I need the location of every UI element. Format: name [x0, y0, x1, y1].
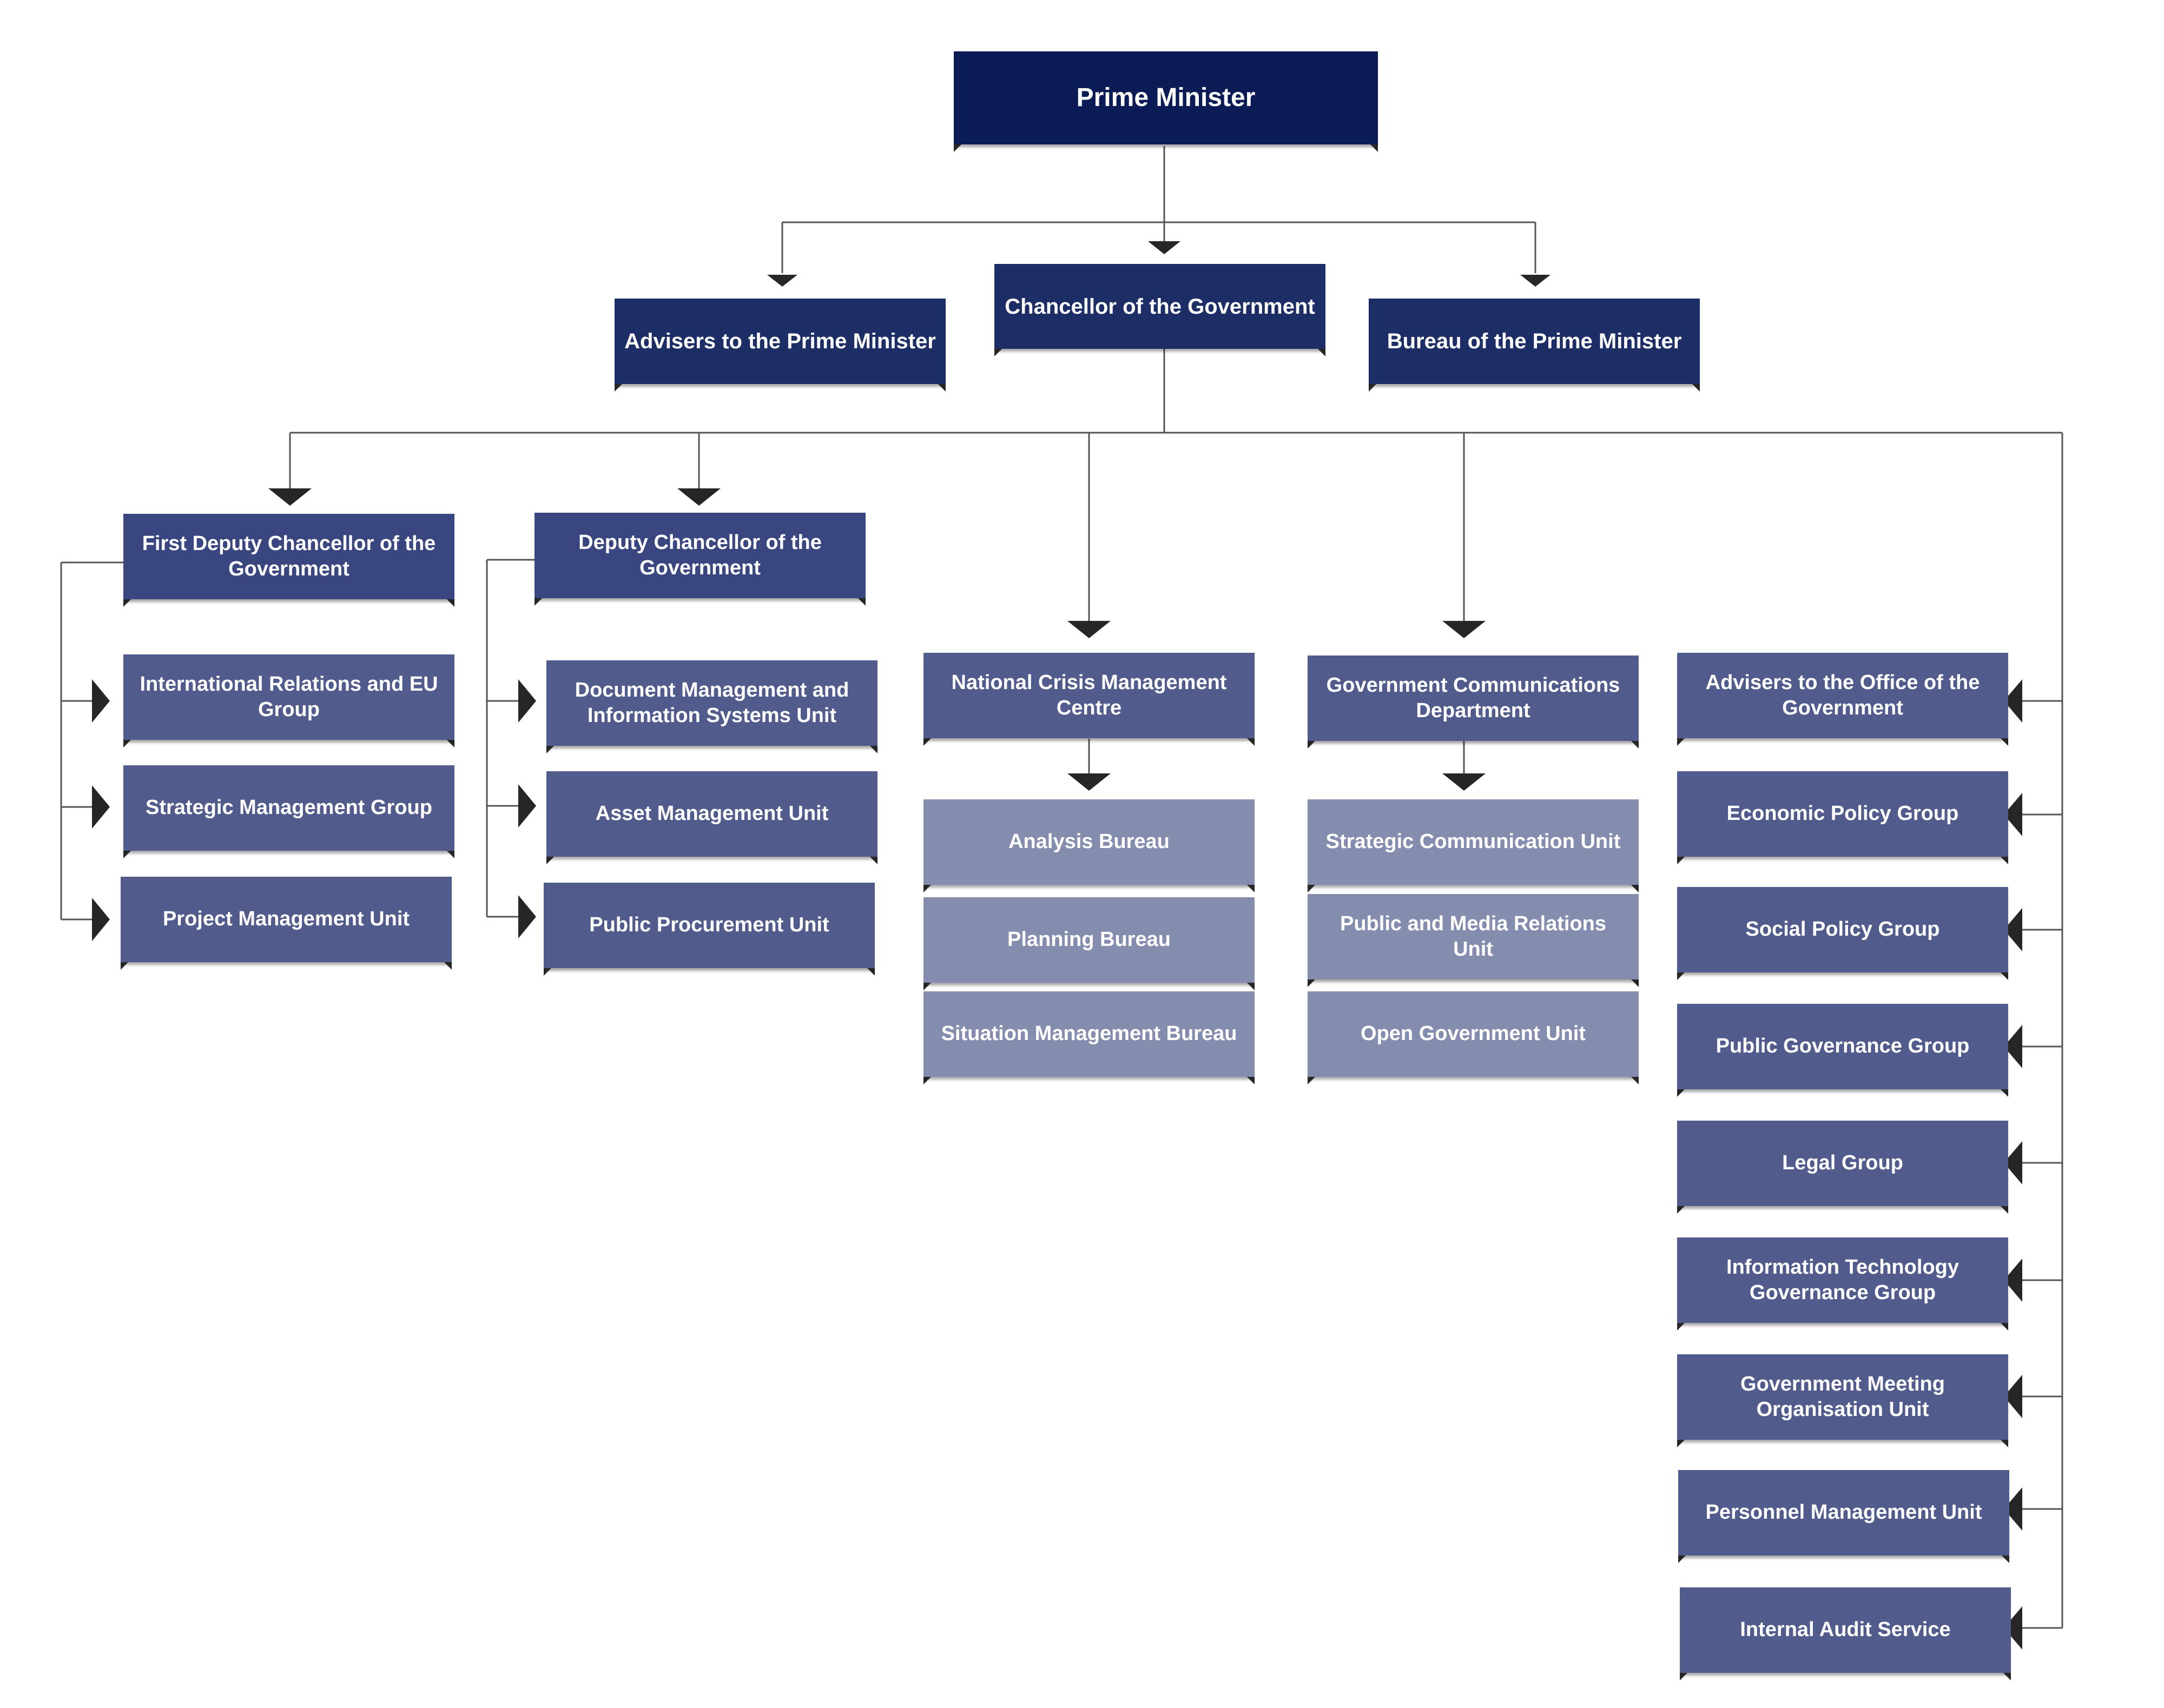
government-meeting-organisation-unit-box: Government Meeting Organisation Unit: [1677, 1354, 2008, 1447]
planning-bureau-box: Planning Bureau: [923, 897, 1255, 990]
chancellor-of-government-box: Chancellor of the Government: [994, 264, 1325, 356]
strategic-communication-unit-box: Strategic Communication Unit: [1308, 799, 1639, 892]
public-media-relations-unit-box: Public and Media Relations Unit: [1308, 894, 1639, 987]
analysis-bureau-box: Analysis Bureau: [923, 799, 1255, 892]
national-crisis-management-centre-box: National Crisis Management Centre: [923, 653, 1255, 746]
advisers-office-government-box: Advisers to the Office of the Government: [1677, 653, 2008, 746]
asset-management-unit-box: Asset Management Unit: [546, 771, 878, 864]
economic-policy-group-box: Economic Policy Group: [1677, 771, 2008, 864]
public-procurement-unit-box: Public Procurement Unit: [544, 883, 875, 976]
advisers-to-prime-minister-box: Advisers to the Prime Minister: [615, 299, 946, 392]
legal-group-box: Legal Group: [1677, 1121, 2008, 1214]
prime-minister-box: Prime Minister: [954, 51, 1378, 152]
it-governance-group-box: Information Technology Governance Group: [1677, 1237, 2008, 1330]
project-management-unit-box: Project Management Unit: [121, 877, 452, 970]
bureau-of-prime-minister-box: Bureau of the Prime Minister: [1369, 299, 1700, 392]
social-policy-group-box: Social Policy Group: [1677, 887, 2008, 980]
first-deputy-chancellor-box: First Deputy Chancellor of the Governmen…: [123, 514, 454, 607]
international-relations-eu-group-box: International Relations and EU Group: [123, 654, 454, 747]
public-governance-group-box: Public Governance Group: [1677, 1004, 2008, 1097]
deputy-chancellor-box: Deputy Chancellor of the Government: [535, 513, 866, 606]
open-government-unit-box: Open Government Unit: [1308, 991, 1639, 1084]
document-management-unit-box: Document Management and Information Syst…: [546, 660, 878, 753]
internal-audit-service-box: Internal Audit Service: [1680, 1587, 2011, 1680]
strategic-management-group-box: Strategic Management Group: [123, 765, 454, 858]
situation-management-bureau-box: Situation Management Bureau: [923, 991, 1255, 1084]
government-communications-department-box: Government Communications Department: [1308, 656, 1639, 749]
personnel-management-unit-box: Personnel Management Unit: [1678, 1470, 2009, 1563]
